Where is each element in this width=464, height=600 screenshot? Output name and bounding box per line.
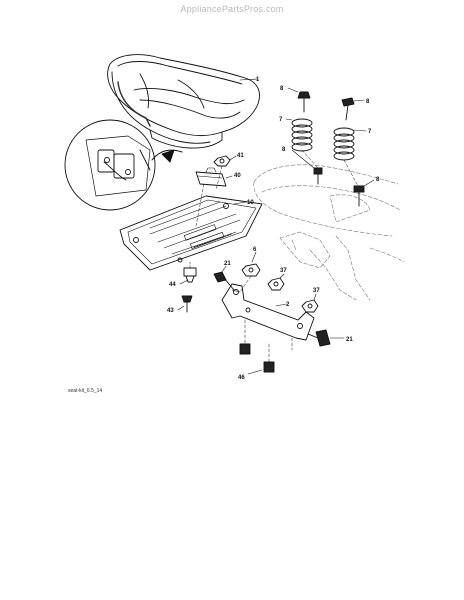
bolt-8b-part bbox=[341, 97, 355, 121]
label-bolt-8a: 8 bbox=[280, 86, 284, 92]
nut-41-part bbox=[213, 155, 231, 167]
label-bolt-8d: 8 bbox=[376, 177, 380, 183]
label-nut-37b: 37 bbox=[313, 288, 320, 294]
label-knob-44: 44 bbox=[169, 282, 176, 288]
label-bolt-21b: 21 bbox=[346, 337, 353, 343]
bolt-21b-part bbox=[307, 329, 331, 347]
drawing-code: seat-kit_6.5_14 bbox=[68, 388, 102, 394]
screw-43-part bbox=[181, 295, 193, 313]
nut-37a-part bbox=[267, 277, 285, 291]
label-seat-pan: 10 bbox=[247, 200, 254, 206]
label-screw-43: 43 bbox=[167, 308, 174, 314]
label-bolt-8b: 8 bbox=[366, 99, 370, 105]
seat-pan-part bbox=[119, 195, 263, 271]
bolt-46-part bbox=[239, 319, 293, 373]
bolt-8c-part bbox=[313, 167, 323, 185]
spring-7a-part bbox=[291, 118, 313, 152]
spring-7b-part bbox=[333, 127, 355, 161]
detail-inset bbox=[64, 119, 156, 211]
fender-body bbox=[253, 164, 405, 301]
label-bolt-46: 46 bbox=[238, 375, 245, 381]
label-bracket: 2 bbox=[286, 302, 290, 308]
bolt-8a-part bbox=[297, 91, 311, 113]
bolt-21a-part bbox=[213, 271, 235, 291]
label-nut-37a: 37 bbox=[280, 268, 287, 274]
nut-37b-part bbox=[301, 299, 319, 313]
label-bolt-8c: 8 bbox=[282, 147, 286, 153]
nut-6-part bbox=[241, 263, 261, 277]
bracket-part bbox=[221, 283, 315, 341]
label-plate-40: 40 bbox=[234, 173, 241, 179]
label-nut-6: 6 bbox=[253, 247, 257, 253]
bolt-8d-part bbox=[353, 185, 365, 207]
watermark-text: AppliancePartsPros.com bbox=[180, 4, 284, 14]
plate-40-part bbox=[195, 167, 227, 187]
label-spring-7b: 7 bbox=[368, 129, 372, 135]
label-spring-7a: 7 bbox=[279, 117, 283, 123]
label-seat: 1 bbox=[256, 77, 260, 83]
label-bolt-21a: 21 bbox=[224, 261, 231, 267]
knob-44-part bbox=[183, 261, 197, 283]
seat-part bbox=[107, 54, 260, 149]
label-nut-41: 41 bbox=[237, 153, 244, 159]
